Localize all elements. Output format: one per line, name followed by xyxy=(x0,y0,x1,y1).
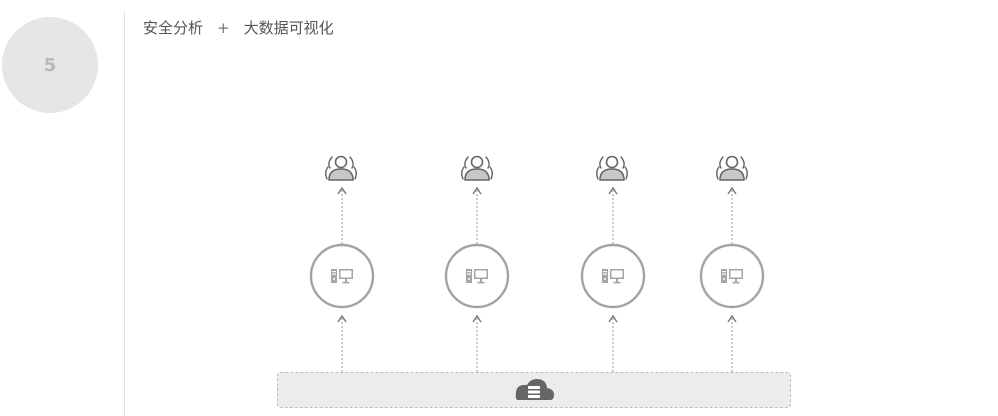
heading-plus: + xyxy=(217,19,230,37)
arrow-head-icon xyxy=(727,314,737,323)
heading-big-data-visualization: 大数据可视化 xyxy=(243,19,334,37)
arrow-head-icon xyxy=(472,314,482,323)
arrow-head-icon xyxy=(337,314,347,323)
workstation-node xyxy=(580,243,646,309)
user-group-icon xyxy=(595,155,629,181)
user-group-icon xyxy=(324,155,358,181)
workstation-node xyxy=(444,243,510,309)
step-number: 5 xyxy=(43,54,57,76)
workstation-node xyxy=(309,243,375,309)
section-heading: 安全分析 + 大数据可视化 xyxy=(143,18,334,38)
column-1 xyxy=(309,155,375,372)
arrow-head-icon xyxy=(608,186,618,195)
column-4 xyxy=(699,155,765,372)
arrow-head-icon xyxy=(337,186,347,195)
user-group-icon xyxy=(460,155,494,181)
arrow-head-icon xyxy=(472,186,482,195)
column-3 xyxy=(580,155,646,372)
data-platform-bar xyxy=(277,372,791,408)
column-2 xyxy=(444,155,510,372)
step-number-circle: 5 xyxy=(2,17,98,113)
arrow-head-icon xyxy=(608,314,618,323)
heading-security-analysis: 安全分析 xyxy=(143,19,204,37)
user-group-icon xyxy=(715,155,749,181)
arrow-head-icon xyxy=(727,186,737,195)
workstation-node xyxy=(699,243,765,309)
vertical-divider xyxy=(124,10,125,416)
cloud-database-icon xyxy=(515,379,554,400)
